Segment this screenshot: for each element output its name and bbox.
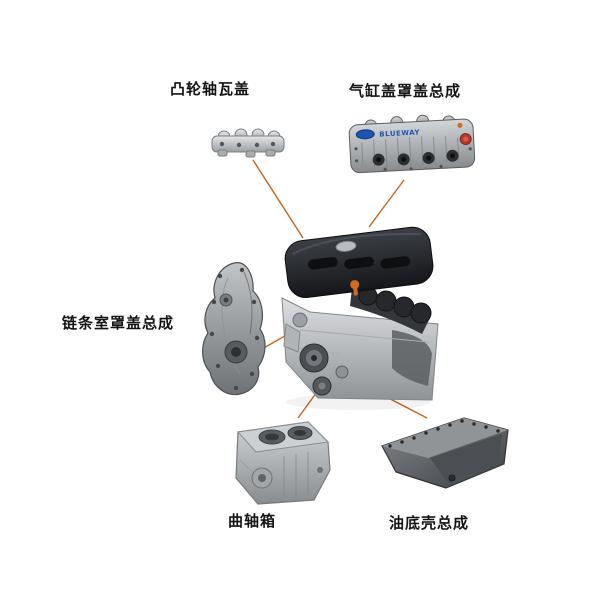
engine-badge-icon: [335, 240, 357, 252]
label-camshaft-cap: 凸轮轴瓦盖: [170, 80, 251, 98]
connector-crankcase: [297, 391, 318, 419]
cylinder-head-cover-part: BLUEWAY: [348, 114, 476, 174]
crankcase-part: [235, 421, 331, 505]
label-head-cover: 气缸盖罩盖总成: [349, 82, 462, 100]
connector-head-cover: [368, 179, 405, 228]
head-cover-badge-text: BLUEWAY: [379, 128, 421, 138]
connector-lines: [252, 159, 428, 419]
drain-plug-icon: [448, 474, 456, 482]
engine-assembly: [281, 226, 439, 410]
oil-pan-part: [381, 417, 509, 489]
chain-cover-part: [202, 262, 266, 396]
connector-camshaft-cap: [252, 159, 304, 239]
engine-emblem-icon: [350, 280, 360, 290]
engine-valve-cover: [284, 226, 434, 298]
label-crankcase: 曲轴箱: [228, 512, 277, 530]
label-chain-cover: 链条室罩盖总成: [62, 314, 175, 332]
head-cover-logo-icon: [355, 129, 375, 140]
camshaft-cap-part: [211, 128, 285, 158]
label-oil-pan: 油底壳总成: [389, 514, 470, 532]
